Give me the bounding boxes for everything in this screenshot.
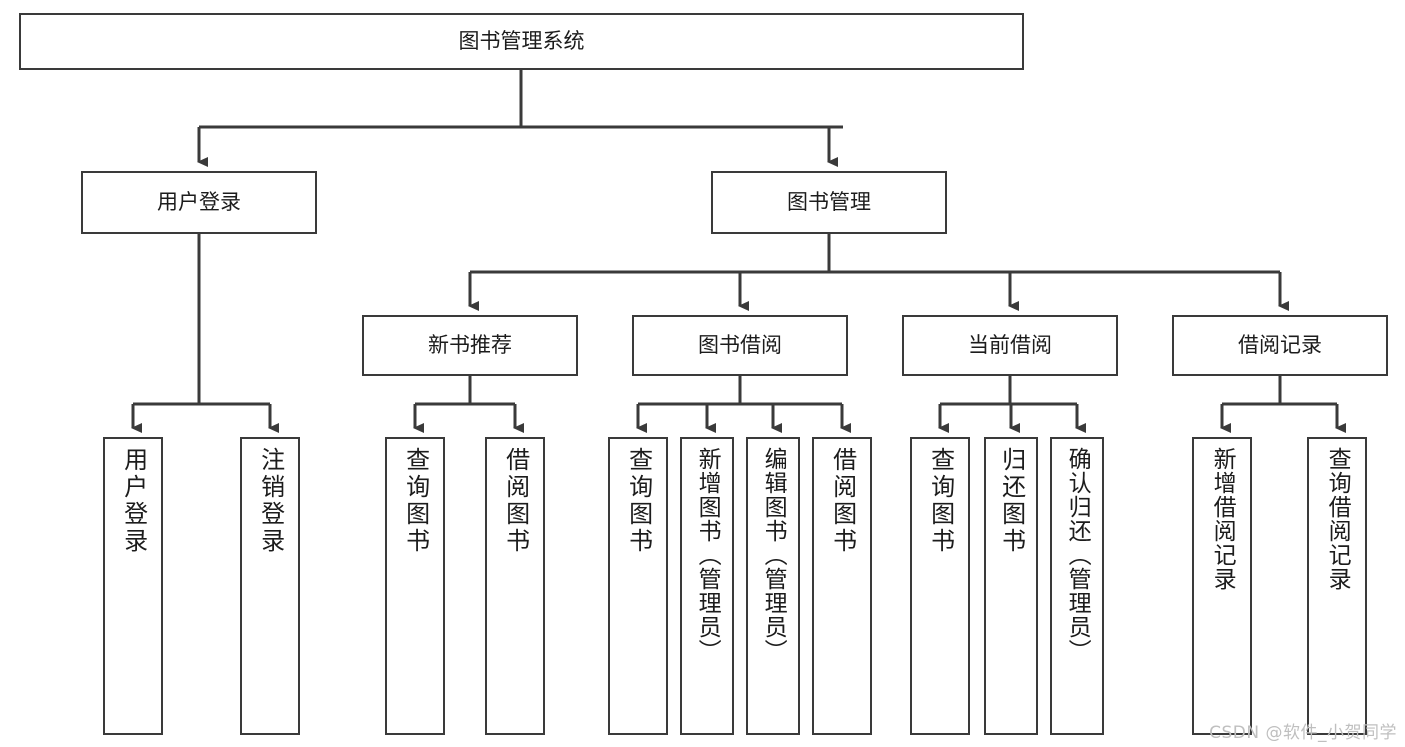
node-book-borrow-label: 图书借阅 [698,333,782,358]
node-leaf-query-record-label: 查询借阅记录 [1324,447,1351,591]
node-leaf-add-book-label: 新增图书（管理员） [694,447,721,663]
node-current-borrow-label: 当前借阅 [968,333,1052,358]
node-user-login[interactable]: 用户登录 [81,171,317,234]
node-leaf-return-book-label: 归还图书 [997,447,1026,555]
node-leaf-query-book-3[interactable]: 查询图书 [910,437,970,735]
node-current-borrow[interactable]: 当前借阅 [902,315,1118,376]
node-leaf-return-book[interactable]: 归还图书 [984,437,1038,735]
node-leaf-borrow-book-2[interactable]: 借阅图书 [812,437,872,735]
node-leaf-add-record[interactable]: 新增借阅记录 [1192,437,1252,735]
node-leaf-query-book-2[interactable]: 查询图书 [608,437,668,735]
node-leaf-borrow-book-1-label: 借阅图书 [501,447,530,555]
node-book-manage[interactable]: 图书管理 [711,171,947,234]
node-leaf-user-login-label: 用户登录 [119,447,148,555]
node-root[interactable]: 图书管理系统 [19,13,1024,70]
node-leaf-user-logout-label: 注销登录 [256,447,285,555]
node-leaf-borrow-book-1[interactable]: 借阅图书 [485,437,545,735]
node-new-book-rec-label: 新书推荐 [428,333,512,358]
node-leaf-confirm-return[interactable]: 确认归还（管理员） [1050,437,1104,735]
node-leaf-add-record-label: 新增借阅记录 [1209,447,1236,591]
node-borrow-record-label: 借阅记录 [1238,333,1322,358]
csdn-watermark: CSDN @软件_小贺同学 [1209,723,1397,743]
node-root-label: 图书管理系统 [458,29,585,54]
node-borrow-record[interactable]: 借阅记录 [1172,315,1388,376]
node-leaf-user-login[interactable]: 用户登录 [103,437,163,735]
node-leaf-add-book[interactable]: 新增图书（管理员） [680,437,734,735]
node-leaf-edit-book[interactable]: 编辑图书（管理员） [746,437,800,735]
node-leaf-query-book-1-label: 查询图书 [401,447,430,555]
node-leaf-confirm-return-label: 确认归还（管理员） [1064,447,1091,663]
node-new-book-rec[interactable]: 新书推荐 [362,315,578,376]
node-book-borrow[interactable]: 图书借阅 [632,315,848,376]
node-leaf-query-book-2-label: 查询图书 [624,447,653,555]
node-leaf-query-book-3-label: 查询图书 [926,447,955,555]
node-leaf-user-logout[interactable]: 注销登录 [240,437,300,735]
node-leaf-query-book-1[interactable]: 查询图书 [385,437,445,735]
node-user-login-label: 用户登录 [157,190,241,215]
node-leaf-query-record[interactable]: 查询借阅记录 [1307,437,1367,735]
node-book-manage-label: 图书管理 [787,190,871,215]
node-leaf-edit-book-label: 编辑图书（管理员） [760,447,787,663]
node-leaf-borrow-book-2-label: 借阅图书 [828,447,857,555]
